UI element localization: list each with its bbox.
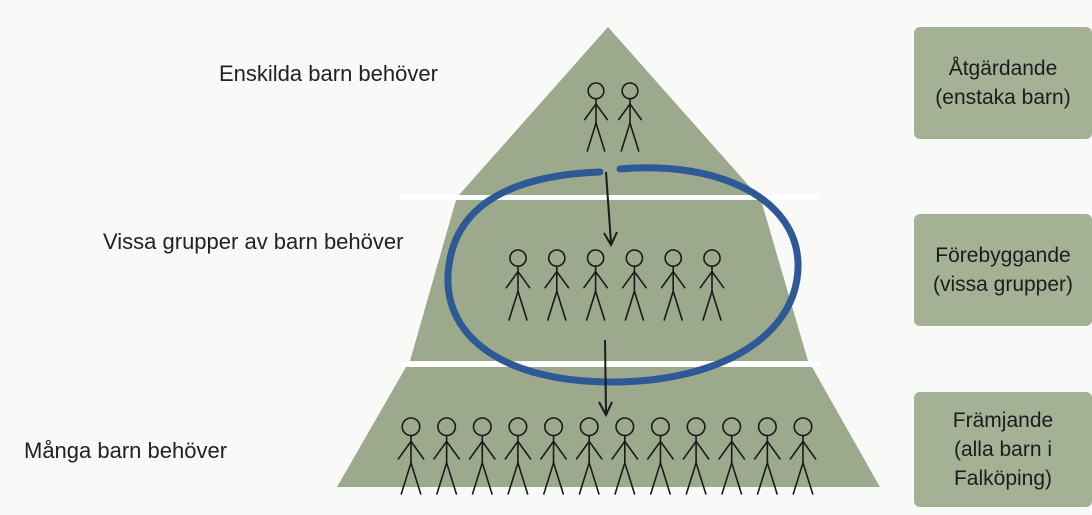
level-box-bottom-line-2: (alla barn i: [953, 438, 1053, 461]
stick-figure-icon: [682, 417, 710, 495]
stick-figure-icon: [433, 417, 461, 495]
level-box-top-line-1: Åtgärdande: [948, 57, 1058, 80]
stick-figure-icon: [544, 249, 570, 321]
stick-figure-icon: [699, 249, 725, 321]
level-label-bottom: Många barn behöver: [24, 438, 228, 463]
stick-figure-icon: [611, 417, 639, 495]
stick-figure-icon: [583, 82, 609, 152]
stick-figure-icon: [505, 249, 531, 321]
stick-figure-icon: [540, 417, 568, 495]
stick-figure-icon: [646, 417, 674, 495]
level-box-bottom-line-1: Främjande: [952, 409, 1054, 432]
stick-figure-icon: [789, 417, 817, 495]
stick-figure-icon: [504, 417, 532, 495]
stick-figure-icon: [621, 249, 647, 321]
pyramid-bottom-tier: [337, 367, 880, 487]
level-box-bottom-line-3: Falköping): [953, 467, 1053, 490]
pyramid-middle-tier: [410, 200, 808, 361]
stick-figure-icon: [468, 417, 496, 495]
level-box-middle-line-1: Förebyggande: [935, 244, 1071, 267]
stick-figure-icon: [753, 417, 781, 495]
down-arrow-icon: [598, 339, 613, 418]
level-box-bottom: Främjande (alla barn i Falköping): [914, 392, 1092, 507]
down-arrow-icon: [603, 171, 618, 248]
pyramid-top-tier: [459, 27, 757, 195]
stick-figure-icon: [718, 417, 746, 495]
stick-figure-icon: [583, 249, 609, 321]
stick-figure-icon: [575, 417, 603, 495]
stick-figure-icon: [617, 82, 643, 152]
highlight-circle-icon: [444, 164, 802, 386]
stick-figure-icon: [660, 249, 686, 321]
level-box-middle-line-2: (vissa grupper): [932, 273, 1074, 296]
level-box-middle: Förebyggande (vissa grupper): [914, 214, 1092, 326]
level-box-top: Åtgärdande (enstaka barn): [914, 27, 1092, 139]
level-label-top: Enskilda barn behöver: [219, 61, 438, 86]
level-box-top-line-2: (enstaka barn): [935, 86, 1071, 109]
level-label-middle: Vissa grupper av barn behöver: [103, 229, 404, 254]
stick-figure-icon: [397, 417, 425, 495]
